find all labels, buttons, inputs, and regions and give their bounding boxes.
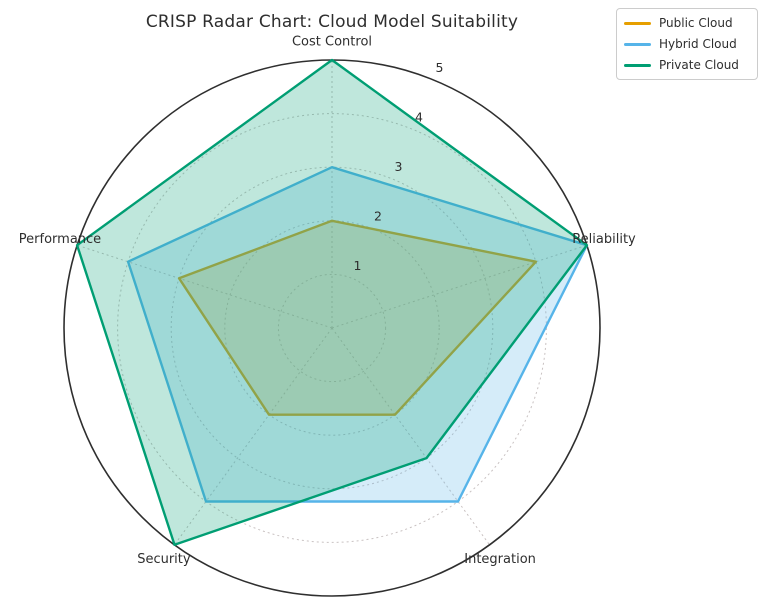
axis-label-integration: Integration: [464, 552, 536, 567]
legend-entry-private-cloud: Private Cloud: [624, 58, 749, 72]
axis-label-performance: Performance: [19, 232, 101, 247]
radial-tick-label-3: 3: [395, 159, 403, 174]
legend-label: Hybrid Cloud: [659, 37, 737, 51]
legend-label: Public Cloud: [659, 16, 733, 30]
radar-series-polygon-hybrid-cloud: [126, 165, 589, 503]
legend-label: Private Cloud: [659, 58, 739, 72]
legend-line-swatch-private-cloud: [624, 63, 651, 67]
legend-entry-hybrid-cloud: Hybrid Cloud: [624, 37, 749, 51]
radial-tick-label-2: 2: [374, 208, 382, 223]
legend: Public Cloud Hybrid Cloud Private Cloud: [616, 8, 758, 80]
legend-entry-public-cloud: Public Cloud: [624, 16, 749, 30]
axis-label-security: Security: [137, 552, 191, 567]
radial-tick-label-5: 5: [436, 60, 444, 75]
radar-gridline: [277, 273, 387, 383]
radar-gridline: [170, 166, 494, 490]
radial-tick-label-4: 4: [415, 109, 423, 124]
legend-line-swatch-hybrid-cloud: [624, 42, 651, 46]
radar-series-polygon-private-cloud: [75, 58, 589, 546]
chart-title: CRISP Radar Chart: Cloud Model Suitabili…: [145, 12, 519, 32]
radar-series-polygon-public-cloud: [177, 219, 538, 416]
axis-label-cost-control: Cost Control: [292, 35, 372, 50]
radial-tick-label-1: 1: [354, 258, 362, 273]
axis-label-reliability: Reliability: [572, 232, 636, 247]
radar-gridline: [224, 220, 440, 436]
legend-line-swatch-public-cloud: [624, 21, 651, 25]
